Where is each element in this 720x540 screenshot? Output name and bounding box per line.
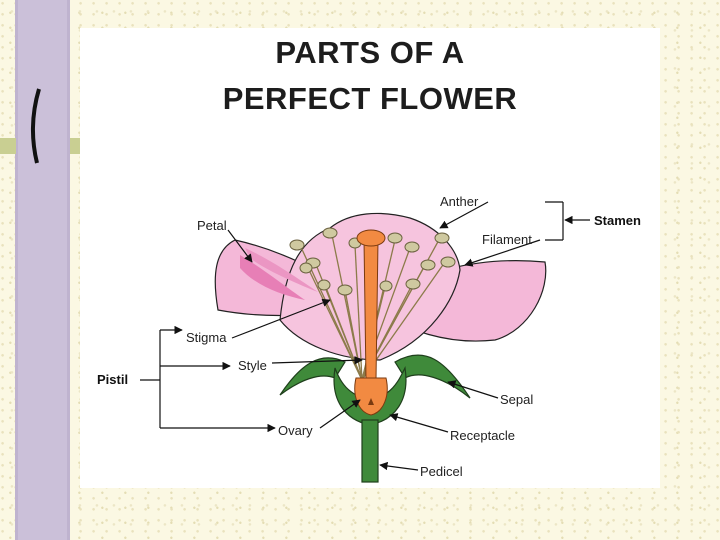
label-filament: Filament [482,232,532,247]
label-receptacle: Receptacle [450,428,515,443]
label-sepal: Sepal [500,392,533,407]
label-stigma: Stigma [186,330,227,345]
title-line-1: PARTS OF A [275,35,465,70]
title-line-2: PERFECT FLOWER [222,81,518,116]
bracket-icon [30,88,41,164]
label-style: Style [238,358,267,373]
pistil-stigma [356,229,386,247]
callout-lines [140,201,590,471]
petal-streak-2 [245,248,318,292]
pedicel [361,419,379,483]
label-petal: Petal [197,218,227,233]
label-pistil: Pistil [97,372,128,387]
sepals [279,354,471,399]
accent-square-left [0,138,16,154]
decorative-sidebar [15,0,70,540]
sepal-right [394,354,471,399]
label-stamen: Stamen [594,213,641,228]
anthers [289,227,456,296]
pistil-ovary [354,377,388,416]
page-title: PARTS OF A PERFECT FLOWER [80,30,660,122]
sepal-left [279,357,346,396]
petal-streak [240,255,305,300]
pistil-style [363,239,379,381]
label-pedicel: Pedicel [420,464,463,479]
pistil-shape [354,229,388,416]
label-ovary: Ovary [278,423,313,438]
label-anther: Anther [440,194,479,209]
